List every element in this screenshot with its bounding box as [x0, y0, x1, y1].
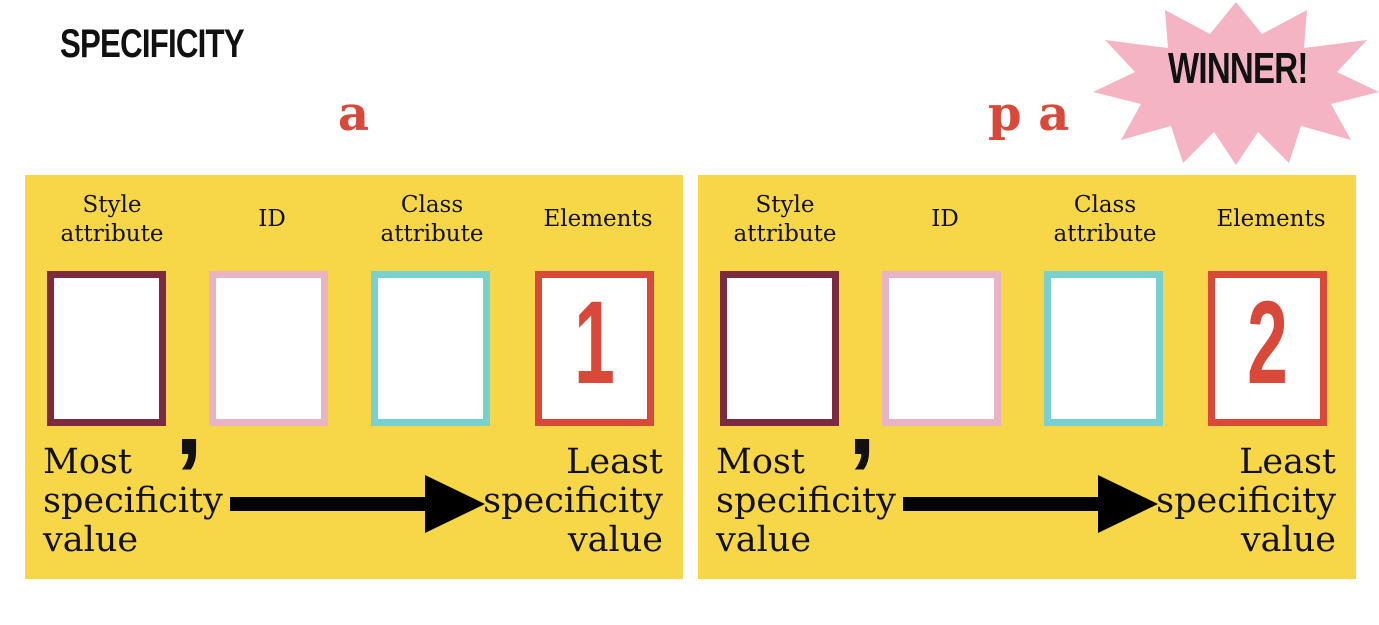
arrow-right-icon: [903, 475, 1158, 533]
class-box: [371, 271, 490, 426]
column-label-elements: Elements: [543, 206, 653, 232]
elements-value: 1: [574, 277, 615, 409]
arrow-right-icon: [230, 475, 485, 533]
id-box: [209, 271, 328, 426]
elements-box: 1: [535, 271, 654, 426]
most-specificity-label: Most specificity value: [716, 442, 896, 560]
column-label-class: Class attribute: [1053, 192, 1157, 247]
page-title: SPECIFICITY: [60, 22, 245, 66]
id-box: [882, 271, 1001, 426]
selector-left: a: [338, 86, 370, 142]
style-box: [720, 271, 839, 426]
selector-right: p a: [988, 86, 1070, 142]
column-label-id: ID: [258, 206, 286, 232]
column-label-style: Style attribute: [60, 192, 164, 247]
comma-separator: ,: [848, 364, 876, 476]
specificity-panel-left: Style attribute ID Class attribute Eleme…: [25, 175, 683, 579]
least-specificity-label: Least specificity value: [483, 442, 663, 560]
column-label-id: ID: [931, 206, 959, 232]
column-label-style: Style attribute: [733, 192, 837, 247]
specificity-panel-right: Style attribute ID Class attribute Eleme…: [698, 175, 1356, 579]
least-specificity-label: Least specificity value: [1156, 442, 1336, 560]
column-label-class: Class attribute: [380, 192, 484, 247]
elements-value: 2: [1247, 277, 1288, 409]
class-box: [1044, 271, 1163, 426]
elements-box: 2: [1208, 271, 1327, 426]
comma-separator: ,: [175, 364, 203, 476]
winner-burst-icon: [1093, 2, 1379, 165]
winner-label: WINNER!: [1168, 44, 1308, 93]
column-label-elements: Elements: [1216, 206, 1326, 232]
most-specificity-label: Most specificity value: [43, 442, 223, 560]
style-box: [47, 271, 166, 426]
